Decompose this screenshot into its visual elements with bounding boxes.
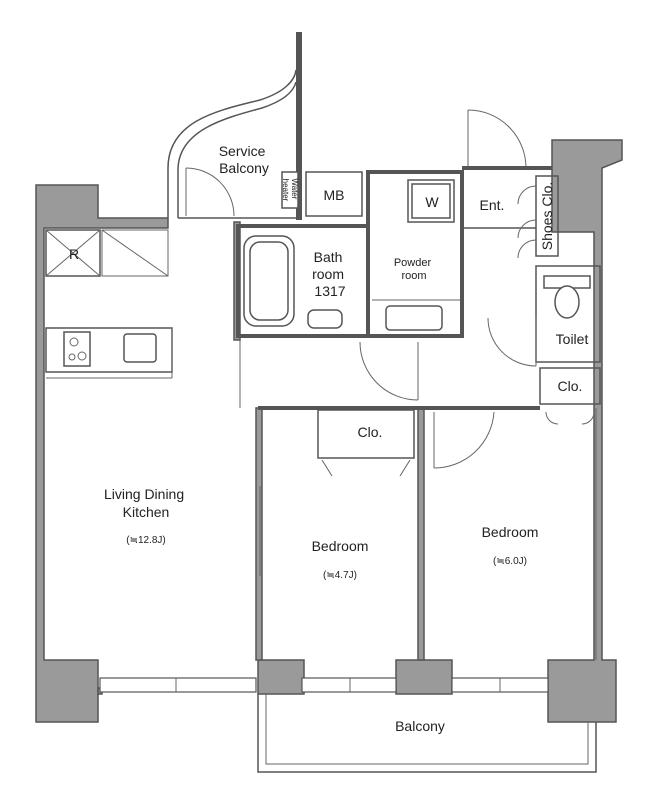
window-ldk xyxy=(99,677,257,693)
main-balcony xyxy=(257,694,597,773)
bathroom-line-3: 1317 xyxy=(314,283,345,299)
balcony-outline xyxy=(257,694,597,773)
label-shoes-closet: Shoes Clo. xyxy=(539,182,555,250)
ldk-line-2: Kitchen xyxy=(123,504,170,520)
pantry-triangle xyxy=(101,229,169,277)
shoes-door-arc-3 xyxy=(517,239,537,259)
balcony-door-arc xyxy=(185,167,235,217)
label-bedroom2: Bedroom xyxy=(482,524,539,540)
stove-box xyxy=(63,331,91,367)
label-refrigerator: R xyxy=(69,246,79,262)
label-closet-hall: Clo. xyxy=(558,378,583,394)
burner-3 xyxy=(68,353,76,361)
label-powder-room: Powder room xyxy=(394,257,434,282)
label-bedroom1-size: (≒4.7J) xyxy=(323,570,357,581)
label-entrance: Ent. xyxy=(480,197,505,213)
label-toilet: Toilet xyxy=(556,331,589,347)
powder-line-2: room xyxy=(401,270,426,282)
shoes-door-arc-1 xyxy=(517,185,537,205)
label-ldk: Living Dining Kitchen xyxy=(104,486,188,520)
balcony-curve-wall-inner xyxy=(177,81,297,218)
service-balcony-line-2: Balcony xyxy=(219,160,269,176)
bedroom-area xyxy=(239,340,597,660)
burner-1 xyxy=(69,337,79,347)
hall-closet-box xyxy=(539,367,601,405)
bathroom-line-2: room xyxy=(312,266,344,282)
bedroom2-door-arc xyxy=(433,411,495,469)
bathroom-line-1: Bath xyxy=(314,249,343,265)
toilet-bowl xyxy=(554,285,580,319)
vanity-sink xyxy=(385,305,443,331)
label-ldk-size: (≒12.8J) xyxy=(126,535,166,546)
label-water-heater: Water heater xyxy=(281,178,299,201)
bathtub-inner xyxy=(249,241,289,321)
label-mb: MB xyxy=(324,187,345,203)
service-balcony-area xyxy=(167,32,302,220)
water-heater-box xyxy=(281,171,299,209)
washer-pan-inner xyxy=(411,183,451,219)
label-bedroom1: Bedroom xyxy=(312,538,369,554)
bedroom1-closet-door-1 xyxy=(321,459,333,477)
label-bathroom: Bath room 1317 xyxy=(312,249,348,299)
bedroom1-closet-box xyxy=(317,409,415,459)
toilet-box xyxy=(535,265,601,363)
right-outer-wall xyxy=(547,139,623,723)
entrance-area xyxy=(462,109,601,425)
ldk-line-1: Living Dining xyxy=(104,486,184,502)
label-bedroom2-size: (≒6.0J) xyxy=(493,556,527,567)
mb-box xyxy=(305,171,363,217)
structural-walls xyxy=(35,139,623,723)
shoes-door-arc-2 xyxy=(517,219,537,239)
left-outer-wall xyxy=(35,184,169,723)
refrigerator-diag-2 xyxy=(45,229,101,277)
service-balcony-line-1: Service xyxy=(219,143,266,159)
bedroom-partition-wall xyxy=(417,407,425,661)
bottom-pillar-center-left xyxy=(257,659,305,695)
label-closet-bedroom: Clo. xyxy=(358,424,383,440)
water-heater-line-1: Water xyxy=(290,178,299,199)
powder-room-outline xyxy=(366,170,464,338)
hall-closet-arc-1 xyxy=(545,411,559,425)
windows xyxy=(99,677,549,693)
bottom-pillar-center-right xyxy=(395,659,453,695)
shoes-closet-box xyxy=(535,175,559,257)
powder-line-1: Powder xyxy=(394,257,432,269)
bedroom1-closet-door-2 xyxy=(399,459,411,477)
labels: Service Balcony Water heater MB Bath roo… xyxy=(69,143,589,734)
label-balcony: Balcony xyxy=(395,718,445,734)
balcony-curve-wall xyxy=(167,69,297,218)
label-service-balcony: Service Balcony xyxy=(219,143,270,176)
toilet-door-arc xyxy=(487,317,537,367)
water-heater-line-2: heater xyxy=(281,179,290,202)
entry-door-arc xyxy=(467,109,527,169)
ldk-area xyxy=(45,229,261,576)
hall-closet-arc-2 xyxy=(581,411,595,425)
burner-2 xyxy=(77,351,87,361)
bath-sink xyxy=(307,309,343,329)
balcony-inner-rail xyxy=(265,694,589,765)
ldk-bedroom-wall xyxy=(255,407,263,661)
kitchen-sink xyxy=(123,333,157,363)
window-bedroom1 xyxy=(301,677,397,693)
wet-areas xyxy=(236,170,464,401)
label-washer: W xyxy=(425,194,439,210)
hall-door-arc xyxy=(359,341,419,401)
